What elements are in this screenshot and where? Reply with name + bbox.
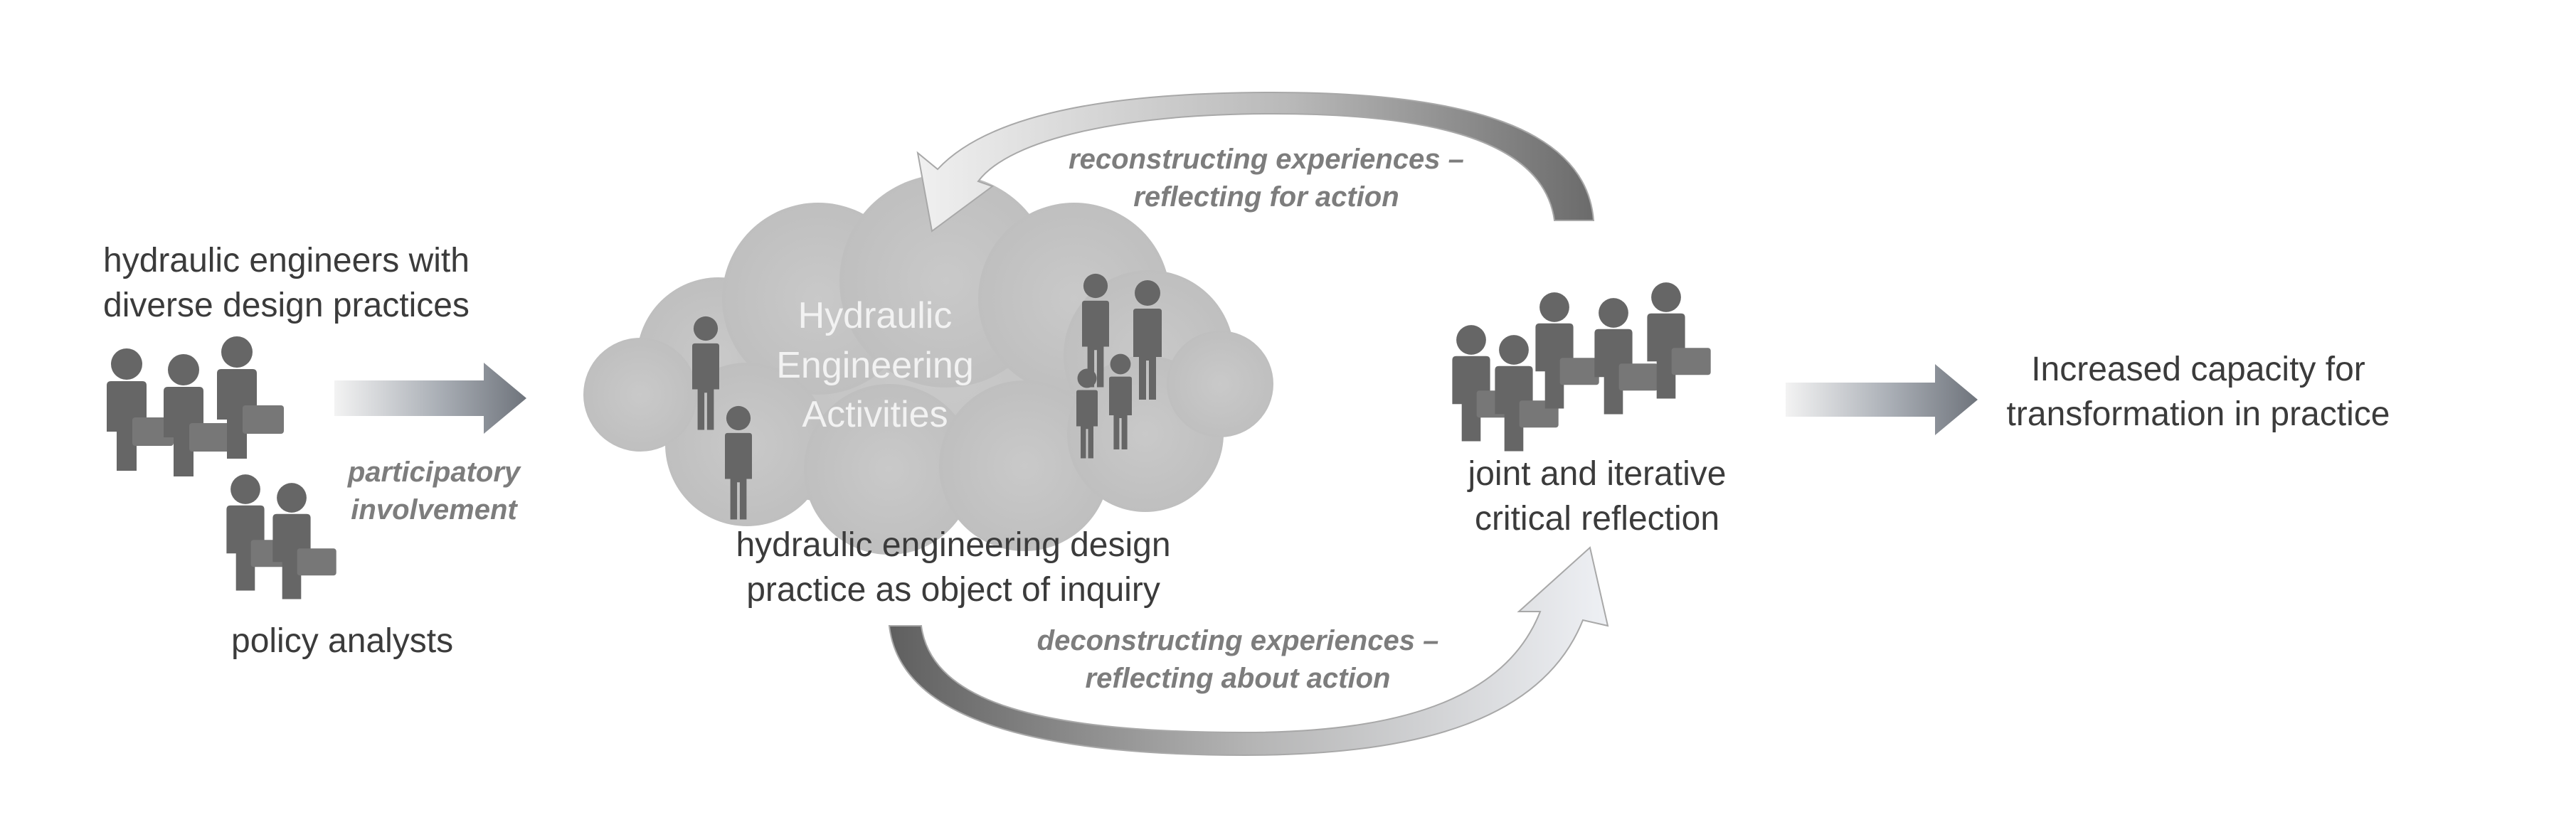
engineers-label-line2: diverse design practices [103,287,470,325]
cloud-title-line2: Engineering [776,344,974,386]
engineer-person-icon [107,348,174,471]
cloud-title-line1: Hydraulic [797,295,953,336]
engineer-person-icon [164,354,230,476]
policy-analyst-person-icon [272,483,336,599]
cloud-person-icon [1109,353,1132,449]
reflection-person-icon [1647,282,1711,399]
object-of-inquiry-label: hydraulic engineering design practice as… [662,523,1245,613]
cloud-person-icon [1133,280,1162,400]
cloud-person-icon [692,316,719,430]
people-icons [107,273,1711,599]
cloud-person-icon [1082,273,1109,388]
outcome-arrow [1786,364,1978,435]
cloud-person-icon [725,405,752,520]
involvement-line2: involvement [351,494,517,526]
cloud-title-line3: Activities [802,394,948,436]
reconstructing-loop-arrow [916,91,1595,233]
critical-reflection-label: joint and iterative critical reflection [1412,452,1782,542]
participatory-involvement-label: participatory involvement [320,454,548,529]
reflection-person-icon [1495,335,1559,452]
reflection-line2: critical reflection [1474,500,1720,538]
participation-arrow [334,363,526,434]
deconstructing-line2: reflecting about action [1085,662,1391,694]
reflection-person-icon [1535,292,1599,409]
cloud-title: Hydraulic Engineering Activities [768,292,982,440]
outcome-line1: Increased capacity for [2031,351,2365,388]
cloud-person-icon [1076,368,1098,459]
deconstructing-label: deconstructing experiences – reflecting … [968,622,1508,698]
deconstructing-loop-arrow [888,546,1609,757]
deconstructing-line1: deconstructing experiences – [1037,625,1439,656]
reconstructing-label: reconstructing experiences – reflecting … [996,141,1537,216]
outcome-label: Increased capacity for transformation in… [1963,347,2433,437]
object-line2: practice as object of inquiry [746,571,1160,609]
engineers-label-line1: hydraulic engineers with [103,242,470,279]
involvement-line1: participatory [347,457,521,488]
object-line1: hydraulic engineering design [736,526,1171,564]
outcome-line2: transformation in practice [2006,395,2390,434]
reconstructing-line1: reconstructing experiences – [1069,144,1464,175]
reconstructing-line2: reflecting for action [1133,181,1399,213]
engineers-label: hydraulic engineers with diverse design … [103,238,470,329]
reflection-line1: joint and iterative [1468,455,1727,493]
policy-analysts-label: policy analysts [231,622,454,660]
engineer-person-icon [217,336,284,459]
reflection-person-icon [1594,298,1658,415]
